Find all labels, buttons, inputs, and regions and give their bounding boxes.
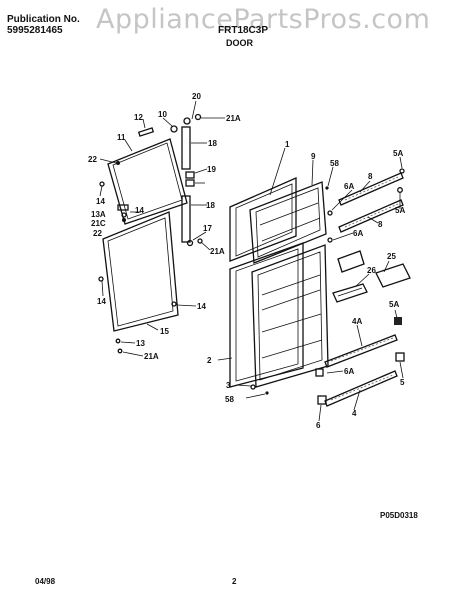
part-19-a [185, 171, 195, 179]
callout-6: 6 [316, 421, 321, 430]
fresh-food-door-outer [229, 242, 304, 388]
callout-4: 4 [352, 409, 357, 418]
part-5A-right [397, 187, 403, 193]
fresh-food-door-liner [251, 244, 329, 388]
part-6 [317, 395, 327, 405]
part-14-lower [171, 301, 177, 307]
callout-14-left: 14 [97, 297, 106, 306]
callout-6A-b: 6A [353, 229, 364, 238]
callout-11: 11 [117, 133, 126, 142]
leader-lines [99, 100, 404, 422]
callout-15: 15 [160, 327, 169, 336]
callout-22-mid: 22 [93, 229, 102, 238]
part-21A-mid [197, 238, 203, 244]
publication-label: Publication No. [7, 14, 80, 25]
part-14-a [99, 181, 105, 187]
door-shelf-lower [338, 199, 404, 233]
callout-13: 13 [136, 339, 145, 348]
callout-5A-right: 5A [395, 206, 406, 215]
footer-date: 04/98 [35, 577, 56, 586]
callout-21A-bottom: 21A [144, 352, 159, 361]
part-21A-screw-top [194, 113, 202, 121]
watermark: AppliancePartsPros.com [96, 4, 431, 35]
callout-21A-top: 21A [226, 114, 241, 123]
section-title: DOOR [226, 38, 253, 48]
part-22-mid [122, 218, 126, 222]
shelf-4 [324, 370, 398, 407]
part-6A-a [327, 210, 333, 216]
part-58-top [325, 186, 329, 190]
dairy-bin [375, 263, 411, 288]
callout-25: 25 [387, 252, 396, 261]
part-13 [115, 338, 121, 344]
callout-58-top: 58 [330, 159, 339, 168]
callout-5A-top: 5A [393, 149, 404, 158]
part-18-upper [181, 126, 191, 170]
callout-18-top: 18 [208, 139, 217, 148]
callout-22-top: 22 [88, 155, 97, 164]
callout-1: 1 [285, 140, 290, 149]
callout-9: 9 [311, 152, 316, 161]
callout-14-lower: 14 [197, 302, 206, 311]
callout-5: 5 [400, 378, 405, 387]
callout-6A-c: 6A [344, 367, 355, 376]
part-17 [186, 239, 194, 247]
freezer-door-outer [229, 177, 297, 262]
part-5A-top [399, 168, 405, 174]
callout-3: 3 [226, 381, 231, 390]
part-6A-c [315, 368, 324, 377]
callout-14-b: 14 [135, 206, 144, 215]
part-14-left [98, 276, 104, 282]
part-10-pin [170, 125, 178, 133]
part-20-pin [183, 117, 191, 125]
callout-5A-lower: 5A [389, 300, 400, 309]
part-21A-bottom [117, 348, 123, 354]
callout-26: 26 [367, 266, 376, 275]
diagram-code: P05D0318 [380, 511, 418, 520]
footer-page: 2 [232, 577, 237, 586]
shelf-4A [324, 334, 398, 368]
callout-58-bottom: 58 [225, 395, 234, 404]
part-25-cover [337, 250, 365, 273]
publication-number: 5995281465 [7, 25, 63, 36]
part-12-strip [137, 127, 155, 137]
callout-21A-mid: 21A [210, 247, 225, 256]
part-18-lower [181, 195, 191, 243]
part-3 [250, 384, 256, 390]
model-number: FRT18C3P [218, 25, 269, 36]
part-13A [117, 204, 129, 211]
part-21C [121, 212, 127, 218]
part-22-top [116, 161, 120, 165]
callout-18-mid: 18 [206, 201, 215, 210]
part-19-b [185, 179, 195, 187]
door-shelf-upper [338, 172, 404, 206]
part-5A-lower [394, 317, 402, 325]
freezer-door-liner [249, 181, 327, 264]
callout-12: 12 [134, 113, 143, 122]
callout-6A-a: 6A [344, 182, 355, 191]
callout-21C: 21C [91, 219, 106, 228]
callout-8-a: 8 [368, 172, 373, 181]
part-6A-b [327, 237, 333, 243]
fresh-food-door-gasket [102, 211, 179, 332]
callout-13A: 13A [91, 210, 106, 219]
callout-4A: 4A [352, 317, 363, 326]
part-5 [395, 352, 405, 362]
part-58-bottom [265, 391, 269, 395]
callout-2: 2 [207, 356, 212, 365]
callout-17: 17 [203, 224, 212, 233]
callout-8-b: 8 [378, 220, 383, 229]
callout-19: 19 [207, 165, 216, 174]
callout-14-a: 14 [96, 197, 105, 206]
freezer-door-gasket [107, 138, 188, 225]
part-26-egg-tray [332, 283, 368, 303]
callout-10: 10 [158, 110, 167, 119]
callout-20: 20 [192, 92, 201, 101]
